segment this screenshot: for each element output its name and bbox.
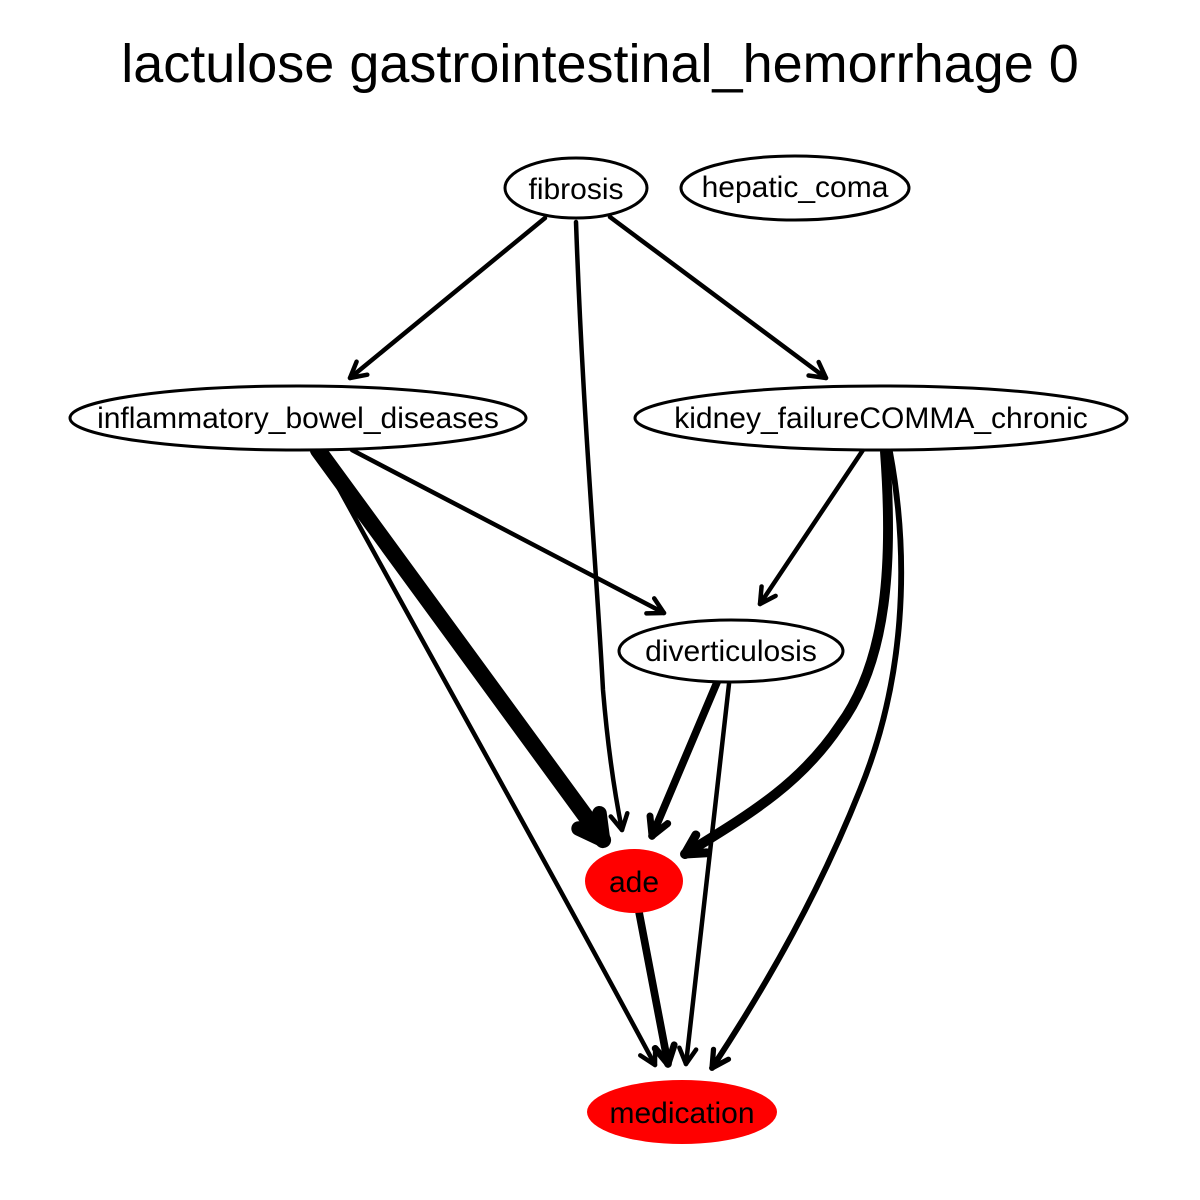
- arrowhead-ibd-to-diverticulosis: [644, 596, 667, 616]
- node-ade-shape: [585, 849, 683, 913]
- node-inflammatory-bowel-diseases-label: inflammatory_bowel_diseases: [97, 402, 499, 435]
- edge-diverticulosis-to-ade: [648, 676, 722, 840]
- arrowhead-fibrosis-to-kidney: [806, 359, 829, 381]
- node-fibrosis: fibrosis: [503, 156, 649, 220]
- edge-ibd-to-diverticulosis: [349, 447, 667, 616]
- node-hepatic-coma: hepatic_coma: [679, 154, 911, 222]
- node-inflammatory-bowel-diseases-shape: [68, 384, 528, 452]
- arrowhead-ade-to-medication: [651, 1041, 678, 1068]
- node-medication-label: medication: [609, 1097, 754, 1130]
- node-hepatic-coma-label: hepatic_coma: [702, 171, 889, 204]
- node-inflammatory-bowel-diseases: inflammatory_bowel_diseases: [68, 384, 528, 452]
- arrowhead-fibrosis-to-ibd: [347, 359, 370, 381]
- edge-kidney-to-medication: [709, 449, 905, 1071]
- edge-fibrosis-to-ibd: [347, 215, 548, 381]
- edges-layer: [309, 214, 905, 1071]
- node-hepatic-coma-shape: [679, 154, 911, 222]
- arrowhead-diverticulosis-to-medication: [677, 1045, 699, 1067]
- node-fibrosis-label: fibrosis: [528, 173, 623, 206]
- arrowhead-kidney-to-medication: [709, 1046, 732, 1071]
- node-kidney-failure-chronic-label: kidney_failureCOMMA_chronic: [674, 402, 1088, 435]
- node-ade: ade: [585, 849, 683, 913]
- node-kidney-failure-chronic: kidney_failureCOMMA_chronic: [633, 384, 1129, 452]
- arrowhead-fibrosis-to-ade: [608, 810, 630, 833]
- diagram-title: lactulose gastrointestinal_hemorrhage 0: [121, 34, 1079, 94]
- edge-kidney-to-ade: [680, 447, 894, 859]
- edge-ibd-to-medication: [315, 447, 658, 1068]
- node-diverticulosis-shape: [617, 618, 845, 684]
- node-diverticulosis: diverticulosis: [617, 618, 845, 684]
- edge-kidney-to-diverticulosis: [757, 447, 866, 607]
- node-fibrosis-shape: [503, 156, 649, 220]
- edge-fibrosis-to-ade: [573, 219, 625, 833]
- node-diverticulosis-label: diverticulosis: [645, 635, 817, 668]
- node-medication-shape: [587, 1080, 777, 1144]
- edge-diverticulosis-to-medication: [683, 681, 732, 1067]
- arrowhead-ibd-to-ade: [571, 805, 611, 848]
- node-kidney-failure-chronic-shape: [633, 384, 1129, 452]
- arrowhead-kidney-to-ade: [680, 830, 712, 859]
- node-medication: medication: [587, 1080, 777, 1144]
- edge-ade-to-medication: [635, 908, 672, 1068]
- node-ade-label: ade: [609, 866, 659, 899]
- arrowhead-kidney-to-diverticulosis: [757, 584, 778, 607]
- edge-fibrosis-to-kidney: [607, 214, 829, 381]
- edge-ibd-to-ade: [309, 441, 612, 849]
- arrowhead-diverticulosis-to-ade: [646, 812, 672, 840]
- nodes-layer: fibrosis hepatic_coma inflammatory_bowel…: [68, 154, 1129, 1144]
